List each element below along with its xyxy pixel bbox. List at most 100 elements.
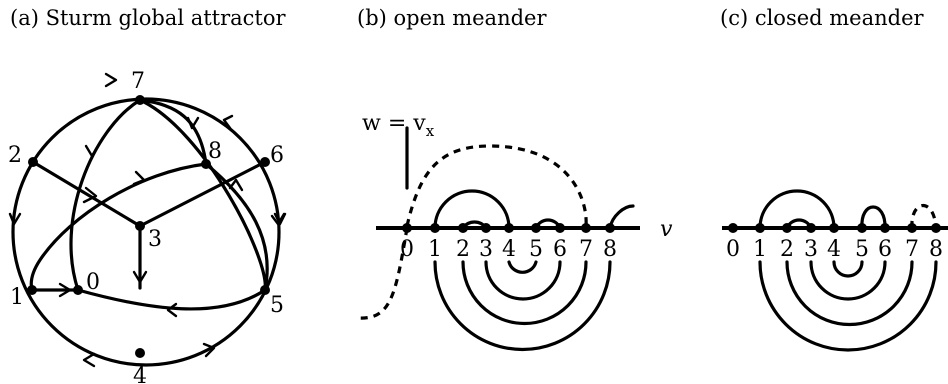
attractor-edge-2-3 xyxy=(31,160,142,228)
meander-point-6 xyxy=(555,223,565,233)
closed-point-2 xyxy=(782,223,792,233)
attractor-edge-7-0 xyxy=(69,98,142,292)
arrow-icon xyxy=(166,302,178,318)
vertex-6-dot xyxy=(260,157,270,167)
meander-label-1: 1 xyxy=(428,237,442,262)
closed-point-8 xyxy=(931,223,941,233)
attractor-edge-8-1 xyxy=(29,162,208,292)
dashed-arc-upper xyxy=(405,144,588,227)
meander-arc-lower-1-8 xyxy=(433,260,612,352)
meander-point-4 xyxy=(504,223,514,233)
closed-arc-lower-3-6 xyxy=(809,260,887,301)
meander-arc-1-4 xyxy=(433,189,511,230)
vertex-3-label: 3 xyxy=(148,227,162,252)
vertex-3-dot xyxy=(135,221,145,231)
vertical-axis-label: w = vx xyxy=(362,111,435,140)
meander-label-7: 7 xyxy=(579,237,593,262)
meander-arc-lower-3-6 xyxy=(484,260,562,301)
arrow-icon xyxy=(132,170,146,186)
arrow-icon xyxy=(104,72,118,88)
meander-label-2: 2 xyxy=(456,237,470,262)
meander-point-1 xyxy=(430,223,440,233)
closed-dashed-arc-7-8 xyxy=(910,203,938,229)
meander-label-6: 6 xyxy=(553,237,567,262)
vertex-5-dot xyxy=(260,285,270,295)
meander-label-8: 8 xyxy=(603,237,617,262)
closed-label-5: 5 xyxy=(855,237,869,262)
vertex-8-dot xyxy=(201,159,211,169)
meander-point-0 xyxy=(402,223,412,233)
closed-label-4: 4 xyxy=(827,237,841,262)
panel-c-caption: (c) closed meander xyxy=(720,6,924,30)
open-meander-diagram: w = vx v 0 1 2 3 4 5 6 7 xyxy=(355,111,673,352)
vertex-4-dot xyxy=(135,348,145,358)
closed-label-7: 7 xyxy=(905,237,919,262)
panel-a-caption: (a) Sturm global attractor xyxy=(10,6,286,30)
meander-label-3: 3 xyxy=(479,237,493,262)
arrow-icon xyxy=(186,116,200,130)
closed-label-2: 2 xyxy=(780,237,794,262)
closed-label-3: 3 xyxy=(804,237,818,262)
vertex-4-label: 4 xyxy=(133,364,147,384)
attractor-edge-0-5 xyxy=(76,288,267,311)
vertex-0-label: 0 xyxy=(86,270,100,295)
meander-arc-lower-4-5 xyxy=(507,260,538,274)
vertex-0-dot xyxy=(73,285,83,295)
meander-arc-lower-2-7 xyxy=(461,260,588,326)
vertex-1-dot xyxy=(27,285,37,295)
closed-meander-diagram: 0 1 2 3 4 5 6 7 8 xyxy=(722,189,948,352)
meander-label-0: 0 xyxy=(400,237,414,262)
closed-point-6 xyxy=(880,223,890,233)
arrow-icon xyxy=(222,114,234,130)
meander-point-2 xyxy=(458,223,468,233)
arrow-icon xyxy=(82,352,96,368)
vertex-7-dot xyxy=(135,95,145,105)
meander-point-7 xyxy=(581,223,591,233)
vertex-1-label: 1 xyxy=(10,285,24,310)
arrow-icon xyxy=(58,282,72,298)
vertex-5-label: 5 xyxy=(270,293,284,318)
vertex-6-label: 6 xyxy=(270,143,284,168)
closed-point-0 xyxy=(728,223,738,233)
meander-point-8 xyxy=(605,223,615,233)
arrow-icon xyxy=(8,212,22,226)
meander-label-5: 5 xyxy=(529,237,543,262)
arrow-icon xyxy=(270,212,286,226)
closed-label-0: 0 xyxy=(726,237,740,262)
closed-label-6: 6 xyxy=(878,237,892,262)
arrow-icon xyxy=(228,178,244,192)
closed-arc-5-6 xyxy=(860,205,887,230)
closed-point-5 xyxy=(857,223,867,233)
meander-label-4: 4 xyxy=(502,237,516,262)
closed-label-1: 1 xyxy=(753,237,767,262)
closed-label-8: 8 xyxy=(929,237,943,262)
arrow-icon xyxy=(82,186,98,204)
attractor-edge-6-3 xyxy=(138,160,267,228)
arrow-icon xyxy=(202,342,216,358)
vertex-2-dot xyxy=(28,157,38,167)
closed-arc-lower-4-5 xyxy=(832,260,864,278)
closed-point-4 xyxy=(829,223,839,233)
horizontal-axis-label: v xyxy=(660,217,673,242)
arrow-icon xyxy=(84,144,100,158)
attractor-boundary-circle xyxy=(11,97,281,367)
vertex-7-label: 7 xyxy=(131,69,145,94)
closed-point-7 xyxy=(907,223,917,233)
arrow-icon xyxy=(132,270,148,284)
attractor-diagram: 0 1 2 3 4 5 6 7 8 xyxy=(8,69,287,384)
closed-arc-lower-1-8 xyxy=(758,260,938,352)
dashed-arc-lower xyxy=(355,227,409,320)
attractor-edge-7-5 xyxy=(138,98,267,292)
panel-b-caption: (b) open meander xyxy=(357,6,547,30)
closed-arc-lower-2-7 xyxy=(785,260,914,327)
meander-point-5 xyxy=(531,223,541,233)
closed-arc-1-4 xyxy=(758,189,836,230)
closed-point-1 xyxy=(755,223,765,233)
closed-point-3 xyxy=(806,223,816,233)
meander-point-3 xyxy=(481,223,491,233)
attractor-edge-7-8 xyxy=(138,98,208,166)
attractor-edge-8-5 xyxy=(204,162,269,292)
vertex-2-label: 2 xyxy=(8,143,22,168)
vertex-8-label: 8 xyxy=(208,139,222,164)
